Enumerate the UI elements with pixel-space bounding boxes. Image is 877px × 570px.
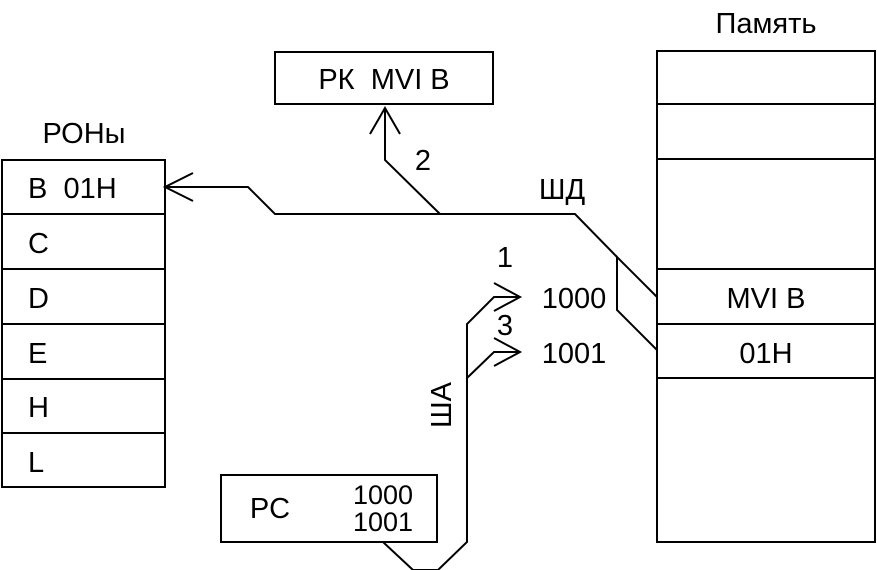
address-bus-line-2 [466, 351, 520, 379]
step-1: 1 [497, 242, 513, 274]
address-bus-arrow-1 [493, 282, 523, 312]
address-bus-line-1 [382, 296, 520, 570]
register-cell-d: D [28, 283, 49, 315]
register-cell-l: L [28, 447, 44, 479]
address-bus: ША [382, 282, 523, 570]
register-cell-b: B 01H [28, 173, 117, 205]
data-bus-memory-tap [616, 254, 658, 351]
address-1001: 1001 [542, 338, 607, 370]
register-cell-c: C [28, 228, 49, 260]
address-1000: 1000 [542, 283, 607, 315]
instruction-register-frame [274, 51, 494, 105]
data-bus: ШД [162, 105, 658, 351]
address-bus-arrow-2 [493, 337, 523, 367]
memory-title: Память [715, 8, 816, 40]
program-counter-frame [220, 474, 438, 543]
program-counter-value-1: 1000 [353, 480, 413, 510]
memory-block: Память MVI B 01H [656, 8, 876, 543]
memory-frame [656, 50, 876, 543]
instruction-register-label: РК MVI B [318, 64, 449, 96]
data-bus-label: ШД [539, 174, 586, 206]
register-cell-e: E [28, 338, 47, 370]
address-bus-label: ША [426, 381, 458, 428]
registers-block: РОНы B 01H C D E H L [1, 118, 166, 488]
data-bus-line [165, 186, 618, 258]
registers-title: РОНы [42, 118, 125, 150]
register-cell-h: H [28, 392, 49, 424]
memory-cell-data: 01H [739, 338, 792, 370]
data-bus-branch-to-rk [384, 108, 441, 215]
memory-cell-mvi: MVI B [727, 283, 806, 315]
program-counter-value-2: 1001 [353, 507, 413, 537]
program-counter: PC 1000 1001 [220, 474, 438, 543]
step-2: 2 [415, 145, 431, 177]
data-bus-arrow-to-rk [369, 105, 401, 135]
data-bus-arrow-to-register [162, 172, 194, 202]
instruction-register: РК MVI B [274, 51, 494, 105]
step-3: 3 [497, 310, 513, 342]
program-counter-label: PC [250, 493, 290, 525]
